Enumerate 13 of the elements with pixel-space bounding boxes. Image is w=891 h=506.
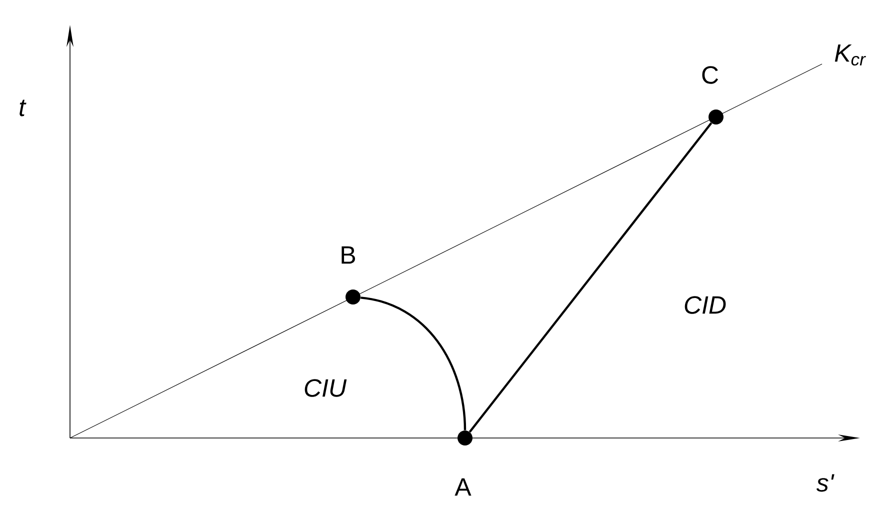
line-label: K$_{cr}$ bbox=[834, 44, 866, 66]
point-dot bbox=[346, 290, 360, 304]
axis-label: t bbox=[20, 100, 26, 116]
axis-label: s' bbox=[816, 474, 834, 492]
connecting-line bbox=[468, 122, 712, 433]
point-label: C bbox=[702, 66, 718, 84]
connecting-line bbox=[360, 296, 466, 430]
point-dot bbox=[458, 430, 472, 446]
region-label: CIU bbox=[304, 379, 347, 397]
point-label: A bbox=[454, 478, 472, 496]
region-label: CID bbox=[684, 296, 726, 314]
point-dot bbox=[708, 110, 724, 124]
point-label: B bbox=[342, 246, 356, 264]
